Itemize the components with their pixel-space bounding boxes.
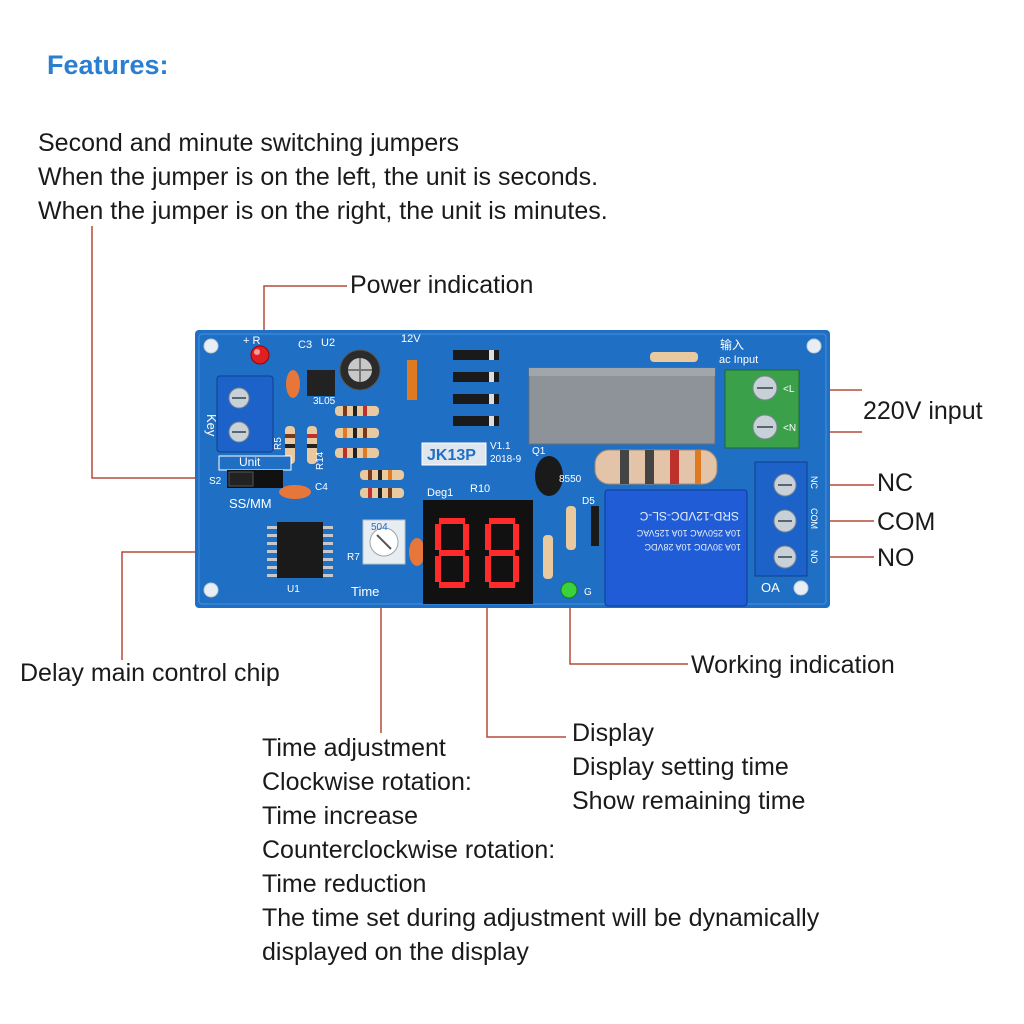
- label-power-indication: Power indication: [350, 271, 534, 299]
- jumper-note-line: When the jumper is on the left, the unit…: [38, 163, 599, 191]
- mount-hole: [806, 338, 822, 354]
- relay-spec1: 10A 250VAC 10A 125VAC: [636, 528, 741, 538]
- silk-plus-r: + R: [243, 335, 260, 347]
- silk-nc: NC: [809, 476, 819, 489]
- label-working-indication: Working indication: [691, 651, 895, 679]
- mount-hole: [793, 580, 809, 596]
- time-adjust-line: displayed on the display: [262, 938, 529, 966]
- silk-n: <N: [783, 423, 796, 434]
- silk-c4: C4: [315, 482, 328, 493]
- silk-g: G: [584, 587, 592, 598]
- time-label: Time: [351, 584, 379, 599]
- time-adjust-line: Time reduction: [262, 870, 427, 898]
- transistor: [535, 456, 563, 496]
- time-adjust-line: The time set during adjustment will be d…: [262, 904, 820, 932]
- pot-value: 504: [371, 522, 388, 533]
- display-note-line: Display: [572, 719, 654, 747]
- silk-u1: U1: [287, 584, 300, 595]
- leader-working: [569, 605, 688, 665]
- jumper-note: Second and minute switching jumpers When…: [38, 126, 608, 228]
- silk-12v: 12V: [401, 333, 421, 345]
- label-com: COM: [877, 508, 936, 536]
- silk-ac-input: ac Input: [719, 354, 758, 366]
- unit-label: Unit: [239, 455, 261, 469]
- ceramic-cap: [286, 370, 300, 398]
- silk-3l05: 3L05: [313, 396, 336, 407]
- model-label: JK13P: [427, 447, 476, 464]
- mount-hole: [203, 338, 219, 354]
- silk-c3: C3: [298, 339, 312, 351]
- silk-q1: Q1: [532, 446, 546, 457]
- silk-no: NO: [809, 550, 819, 564]
- silk-com: COM: [809, 508, 819, 529]
- relay: [604, 489, 748, 607]
- date-label: 2018-9: [490, 454, 522, 465]
- leader-jumper: [91, 226, 224, 479]
- jumper-note-line: When the jumper is on the right, the uni…: [38, 197, 608, 225]
- page-title: Features:: [47, 50, 169, 80]
- silk-input-cn: 输入: [720, 337, 744, 352]
- mount-hole: [203, 582, 219, 598]
- resistor: [566, 506, 576, 550]
- silk-d5: D5: [582, 496, 595, 507]
- ceramic-cap: [409, 538, 425, 566]
- power-led: [250, 345, 270, 365]
- working-led: [560, 581, 578, 599]
- display-note-line: Display setting time: [572, 753, 789, 781]
- time-adjust-line: Counterclockwise rotation:: [262, 836, 556, 864]
- transformer: [528, 367, 716, 445]
- silk-l: <L: [783, 384, 795, 395]
- silk-oa: OA: [761, 580, 780, 595]
- silk-r7: R7: [347, 552, 360, 563]
- label-nc: NC: [877, 469, 914, 497]
- jumper-note-line: Second and minute switching jumpers: [38, 129, 460, 157]
- ss-mm-label: SS/MM: [229, 496, 272, 511]
- diode: [591, 506, 599, 546]
- time-adjust-line: Clockwise rotation:: [262, 768, 472, 796]
- relay-model: SRD-12VDC-SL-C: [639, 509, 739, 523]
- key-label: Key: [204, 414, 219, 437]
- regulator: [307, 370, 335, 396]
- relay-spec2: 10A 30VDC 10A 28VDC: [644, 542, 741, 552]
- resistor-array: [285, 406, 404, 498]
- silk-s2: S2: [209, 476, 222, 487]
- control-chip: [277, 522, 323, 578]
- resistor: [543, 535, 553, 579]
- resistor: [650, 352, 698, 362]
- silk-r14: R14: [315, 451, 326, 470]
- display-note-line: Show remaining time: [572, 787, 806, 815]
- label-no: NO: [877, 544, 915, 572]
- pcb-board: Key + R C3 U2 3L05 12V R5 R14 C4: [195, 330, 830, 608]
- display-note: Display Display setting time Show remain…: [572, 716, 805, 818]
- time-adjust-line: Time adjustment: [262, 734, 446, 762]
- ceramic-cap: [279, 485, 311, 499]
- leader-display: [486, 595, 566, 738]
- digit-2: [485, 518, 519, 588]
- time-adjust-note: Time adjustment Clockwise rotation: Time…: [262, 731, 819, 969]
- digit-1: [435, 518, 469, 588]
- silk-deg1: Deg1: [427, 487, 453, 499]
- silk-u2: U2: [321, 337, 335, 349]
- diode-array: [407, 350, 499, 426]
- silk-r10: R10: [470, 483, 490, 495]
- silk-r5: R5: [273, 437, 284, 450]
- version-label: V1.1: [490, 441, 511, 452]
- label-delay-chip: Delay main control chip: [20, 659, 280, 687]
- label-220v-input: 220V input: [863, 397, 983, 425]
- silk-8550: 8550: [559, 474, 582, 485]
- time-adjust-line: Time increase: [262, 802, 419, 830]
- model-box: [421, 442, 487, 466]
